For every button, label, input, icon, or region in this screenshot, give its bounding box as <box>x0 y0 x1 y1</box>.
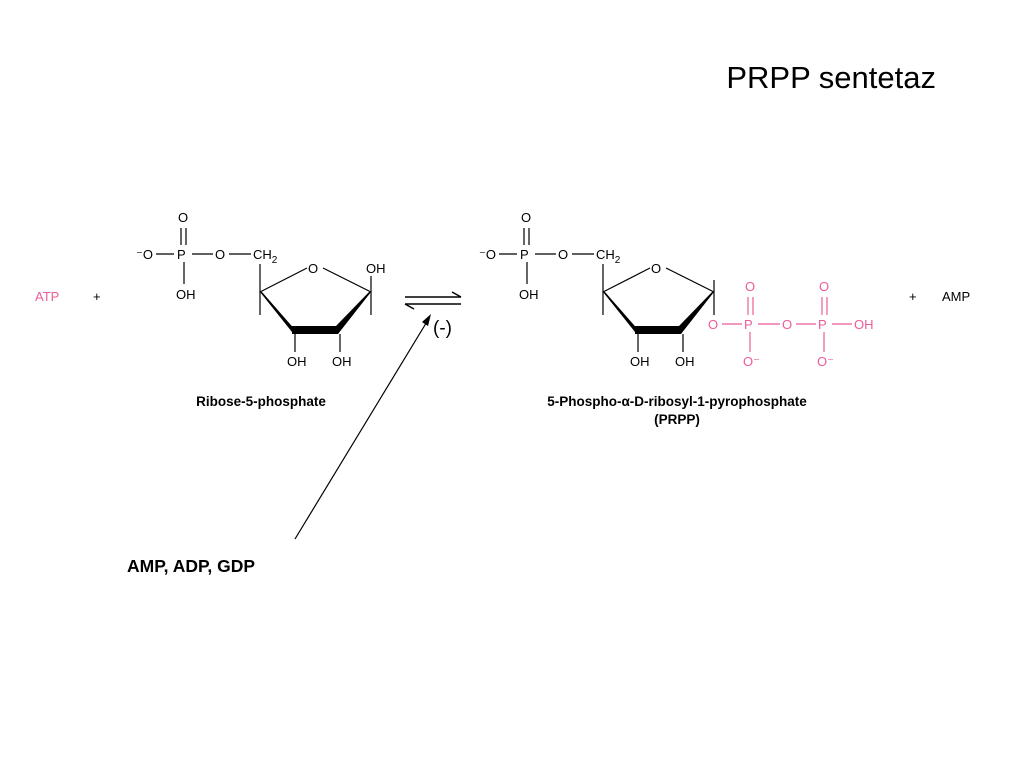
r5p-ester-o: O <box>215 247 225 262</box>
r5p-phosphorus: P <box>177 247 186 262</box>
pp-ominus-2: O⁻ <box>817 354 834 369</box>
r5p-phosphate-ominus: ⁻O <box>136 247 153 262</box>
reactant-name: Ribose-5-phosphate <box>196 394 326 409</box>
prpp-phosphate-oh: OH <box>519 287 539 302</box>
product-name-line1: 5-Phospho-α-D-ribosyl-1-pyrophosphate <box>547 394 807 409</box>
prpp-c2-oh: OH <box>675 354 695 369</box>
r5p-ch2: CH2 <box>253 247 278 266</box>
product-name-line2: (PRPP) <box>654 412 700 427</box>
equilibrium-arrows <box>404 291 462 310</box>
pp-bridge-o1: O <box>708 317 718 332</box>
prpp-ring-o: O <box>651 261 661 276</box>
pp-phosphorus-2: P <box>818 317 827 332</box>
prpp-c3-oh: OH <box>630 354 650 369</box>
amp-label: AMP <box>942 289 970 304</box>
pp-phosphorus-1: P <box>744 317 753 332</box>
r5p-phosphate-oxo: O <box>178 210 188 225</box>
pp-oxo-1: O <box>745 279 755 294</box>
inhibitor-list: AMP, ADP, GDP <box>127 556 255 576</box>
inhibition-arrow-head <box>422 314 431 326</box>
pp-oxo-2: O <box>819 279 829 294</box>
prpp-ch2: CH2 <box>596 247 621 266</box>
pp-bridge-o2: O <box>782 317 792 332</box>
r5p-c1-oh: OH <box>366 261 386 276</box>
prpp-phosphate-ominus: ⁻O <box>479 247 496 262</box>
plus-right: + <box>909 289 917 304</box>
pp-terminal-oh: OH <box>854 317 874 332</box>
inhibition-arrow-line <box>294 319 429 540</box>
inhibition-sign: (-) <box>433 318 452 339</box>
r5p-phosphate-oh: OH <box>176 287 196 302</box>
atp-label: ATP <box>35 289 59 304</box>
r5p-ring-o: O <box>308 261 318 276</box>
r5p-c2-oh: OH <box>332 354 352 369</box>
prpp-phosphate-oxo: O <box>521 210 531 225</box>
slide-title-text: PRPP sentetaz <box>726 60 936 95</box>
prpp-phosphorus: P <box>520 247 529 262</box>
prpp-ester-o: O <box>558 247 568 262</box>
prpp-structure: O ⁻O P OH O CH2 O OH OH O P O O⁻ O <box>479 210 874 369</box>
plus-left: + <box>93 289 101 304</box>
pp-ominus-1: O⁻ <box>743 354 760 369</box>
slide-title: PRPP sentetaz <box>0 60 936 96</box>
ribose-5-phosphate-structure: O ⁻O P OH O CH2 O OH OH OH <box>136 210 386 369</box>
r5p-c3-oh: OH <box>287 354 307 369</box>
